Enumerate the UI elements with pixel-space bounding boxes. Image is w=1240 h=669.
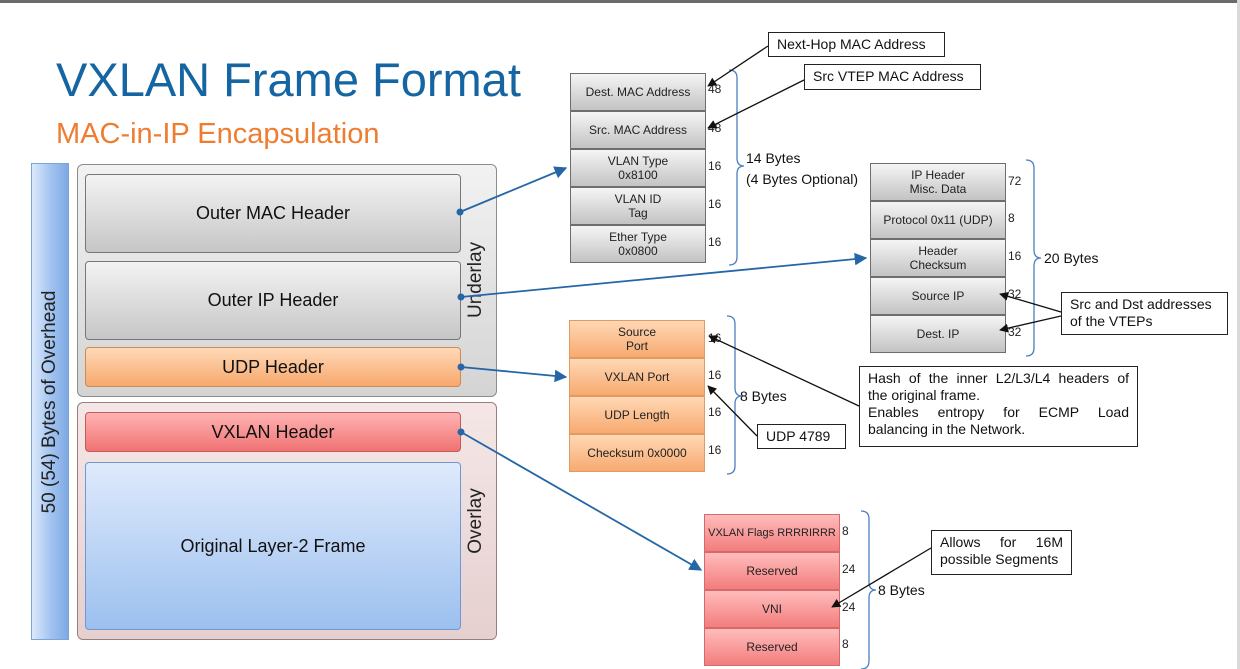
ip-bits: 16 — [1008, 249, 1022, 263]
callout-text: Src and Dst addresses — [1070, 296, 1212, 312]
mac-bits: 16 — [708, 235, 722, 249]
udp-bits: 16 — [708, 405, 722, 419]
vxlan-field-reserved-2: Reserved — [704, 628, 840, 666]
ip-bits: 8 — [1008, 211, 1015, 225]
udp-bits: 16 — [708, 443, 722, 457]
ip-field-misc-data: IP Header Misc. Data — [870, 163, 1006, 201]
udp-bits: 16 — [708, 368, 722, 382]
callout-text: the original frame. — [868, 387, 981, 403]
vxlan-bits: 24 — [842, 600, 856, 614]
pointer-vni — [831, 547, 932, 608]
brace-udp-header — [726, 315, 743, 475]
callout-udp-port: UDP 4789 — [757, 424, 846, 449]
callout-text: UDP 4789 — [766, 428, 831, 444]
ip-bits: 32 — [1008, 325, 1022, 339]
udp-field-vxlan-port: VXLAN Port — [569, 358, 705, 396]
top-border — [0, 0, 1240, 3]
vxlan-field-reserved-1: Reserved — [704, 552, 840, 590]
mac-bits: 16 — [708, 159, 722, 173]
slide-title: VXLAN Frame Format — [56, 53, 521, 106]
callout-vtep-addresses: Src and Dst addresses of the VTEPs — [1061, 292, 1228, 335]
ip-field-source-ip: Source IP — [870, 277, 1006, 315]
ip-field-protocol: Protocol 0x11 (UDP) — [870, 201, 1006, 239]
connector-outer-ip — [457, 252, 868, 301]
mac-size-label: 14 Bytes — [746, 150, 801, 166]
pointer-next-hop-mac — [707, 45, 769, 87]
mac-bits: 16 — [708, 197, 722, 211]
callout-source-port-hash: Hash of the inner L2/L3/L4 headers of th… — [859, 366, 1138, 447]
mac-field-dest-mac: Dest. MAC Address — [570, 73, 706, 111]
mac-field-src-mac: Src. MAC Address — [570, 111, 706, 149]
callout-text: Enables entropy for ECMP Load — [868, 404, 1129, 420]
callout-segments: Allows for 16M possible Segments — [931, 530, 1072, 575]
callout-next-hop-mac: Next-Hop MAC Address — [768, 32, 945, 57]
ip-field-header-checksum: Header Checksum — [870, 239, 1006, 277]
callout-text: Allows for 16M — [940, 534, 1063, 550]
mac-size-optional-label: (4 Bytes Optional) — [746, 171, 859, 187]
callout-text: of the VTEPs — [1070, 313, 1153, 329]
udp-size-label: 8 Bytes — [740, 388, 787, 404]
ip-bits: 72 — [1008, 174, 1022, 188]
brace-ip-header — [1025, 159, 1042, 357]
brace-mac-header — [728, 69, 745, 266]
callout-text: possible Segments — [940, 551, 1059, 567]
vxlan-bits: 8 — [842, 524, 849, 538]
callout-src-vtep-mac: Src VTEP MAC Address — [804, 64, 981, 90]
original-layer2-frame-block: Original Layer-2 Frame — [85, 462, 461, 630]
pointer-vxlan-port — [707, 385, 758, 437]
mac-field-ether-type: Ether Type 0x0800 — [570, 225, 706, 263]
vxlan-header-block: VXLAN Header — [85, 412, 461, 452]
outer-mac-header-block: Outer MAC Header — [85, 174, 461, 253]
pointer-dest-ip — [999, 315, 1062, 333]
brace-vxlan-header — [860, 510, 877, 669]
ip-size-label: 20 Bytes — [1044, 250, 1099, 266]
mac-field-vlan-type: VLAN Type 0x8100 — [570, 149, 706, 187]
overhead-bar: 50 (54) Bytes of Overhead — [31, 163, 69, 640]
slide-subtitle: MAC-in-IP Encapsulation — [56, 118, 380, 150]
vxlan-bits: 8 — [842, 637, 849, 651]
pointer-src-vtep-mac — [707, 79, 805, 129]
udp-field-source-port: Source Port — [569, 320, 705, 358]
callout-text: Hash of the inner L2/L3/L4 headers of — [868, 370, 1129, 386]
callout-text: balancing in the Network. — [868, 421, 1026, 437]
pointer-source-ip — [999, 291, 1062, 313]
udp-header-block: UDP Header — [85, 347, 461, 387]
mac-field-vlan-id: VLAN ID Tag — [570, 187, 706, 225]
callout-text: Next-Hop MAC Address — [777, 36, 926, 52]
pointer-source-port — [708, 335, 860, 407]
vxlan-field-flags: VXLAN Flags RRRRIRRR — [704, 514, 840, 552]
connector-vxlan — [457, 428, 703, 571]
connector-outer-mac — [456, 166, 568, 216]
outer-ip-header-block: Outer IP Header — [85, 261, 461, 340]
right-border — [1237, 0, 1240, 669]
udp-field-length: UDP Length — [569, 396, 705, 434]
callout-text: Src VTEP MAC Address — [813, 68, 964, 84]
vxlan-field-vni: VNI — [704, 590, 840, 628]
udp-field-checksum: Checksum 0x0000 — [569, 434, 705, 472]
vxlan-size-label: 8 Bytes — [878, 582, 925, 598]
connector-udp — [457, 363, 568, 383]
ip-field-dest-ip: Dest. IP — [870, 315, 1006, 353]
vxlan-bits: 24 — [842, 562, 856, 576]
